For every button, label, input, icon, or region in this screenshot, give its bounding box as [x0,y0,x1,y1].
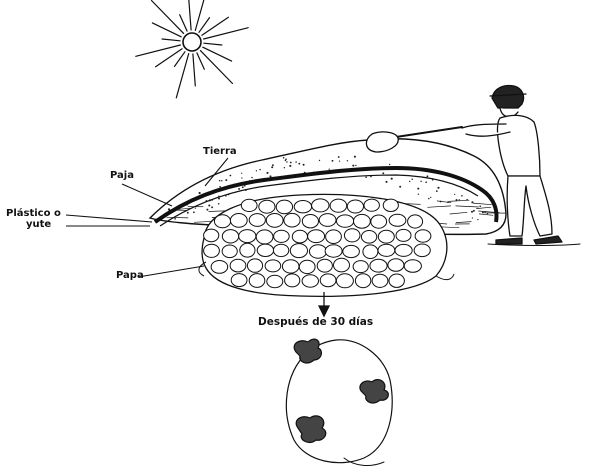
label-despues-30-dias: Después de 30 días [258,317,373,328]
sprouted-potato-icon [286,339,392,465]
sun-icon [136,0,248,98]
label-plastico-line2: yute [26,219,51,230]
potato-pile [199,194,454,296]
label-tierra: Tierra [203,146,237,157]
label-paja: Paja [110,170,134,181]
label-plastico-line1: Plástico o [6,208,61,219]
label-papa: Papa [116,270,144,281]
